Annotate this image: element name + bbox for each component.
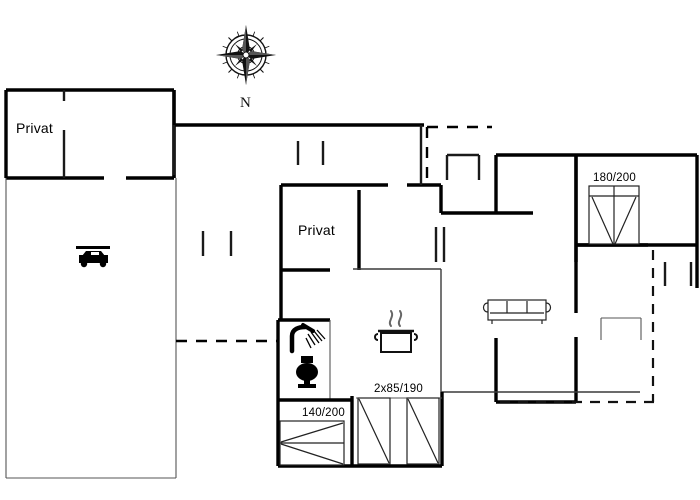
window-marks-center	[434, 227, 446, 262]
bed-symbol-140-200	[279, 420, 345, 466]
bed-label-2x85-190: 2x85/190	[374, 383, 423, 395]
bed-label-140-200: 140/200	[302, 407, 345, 419]
entry-hall-walls	[407, 125, 496, 215]
shower-symbol	[289, 323, 326, 354]
room-label-privat-upper-left: Privat	[16, 120, 53, 136]
entry-niche	[445, 153, 481, 180]
bathroom-walls	[276, 318, 442, 468]
right-interior-niche	[600, 317, 642, 340]
room-label-privat-center: Privat	[298, 222, 335, 238]
bedroom-right-walls	[574, 155, 648, 247]
bed-symbol-twin-left	[357, 397, 391, 465]
carport-outline	[5, 178, 177, 479]
bed-symbol-180-200	[588, 185, 640, 245]
window-marks-left-interior	[201, 231, 233, 256]
open-boundary-upper-dashed	[425, 125, 492, 187]
window-marks-right	[663, 262, 693, 286]
compass-rose-icon	[216, 25, 276, 85]
toilet-symbol	[296, 356, 318, 388]
sofa-symbol	[482, 299, 552, 324]
main-house-outer-walls	[172, 90, 699, 288]
bed-symbol-twin-right	[406, 397, 440, 465]
right-lower-walls	[441, 245, 640, 404]
bed-label-180-200: 180/200	[593, 172, 636, 184]
car-symbol	[76, 246, 110, 268]
window-marks-top-wall	[296, 141, 325, 165]
terrace-boundary-right-dashed	[500, 250, 660, 404]
compass-north-label: N	[240, 95, 251, 111]
privat-center-room-walls	[279, 183, 388, 320]
interior-partitions	[353, 155, 697, 392]
cooking-pot-symbol	[374, 310, 418, 353]
